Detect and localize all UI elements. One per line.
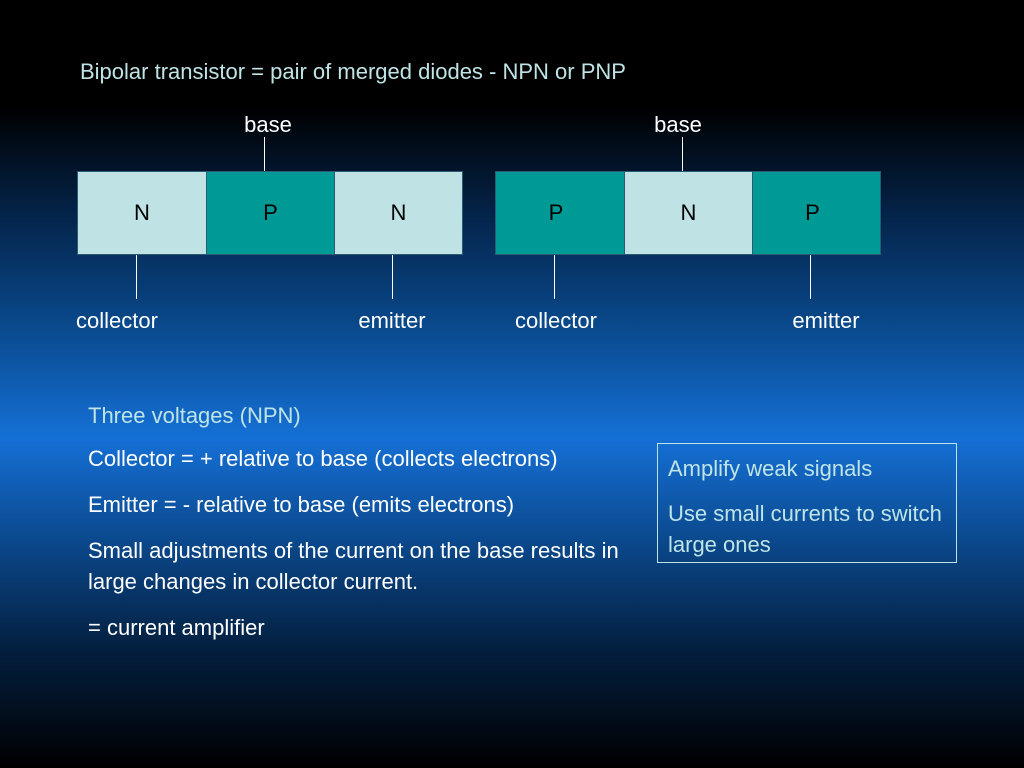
notes-line-amplifier: = current amplifier xyxy=(88,615,265,640)
callout-line-switch: Use small currents to switch large ones xyxy=(668,501,942,557)
npn-region-2: P xyxy=(206,172,334,254)
pnp-region-2: N xyxy=(624,172,752,254)
npn-region-1: N xyxy=(78,172,206,254)
npn-base-lead xyxy=(264,137,265,171)
notes-heading: Three voltages (NPN) xyxy=(88,403,301,428)
pnp-region-3: P xyxy=(752,172,880,254)
pnp-bar: P N P xyxy=(495,171,881,255)
npn-emitter-label: emitter xyxy=(358,308,426,333)
pnp-collector-label: collector xyxy=(515,308,597,333)
slide-title: Bipolar transistor = pair of merged diod… xyxy=(80,59,626,84)
notes-line-collector: Collector = + relative to base (collects… xyxy=(88,446,558,471)
callout-box: Amplify weak signals Use small currents … xyxy=(657,443,957,563)
pnp-emitter-lead xyxy=(810,255,811,299)
pnp-base-label: base xyxy=(654,112,702,137)
callout-line-amplify: Amplify weak signals xyxy=(668,456,873,481)
npn-emitter-lead xyxy=(392,255,393,299)
notes-line-adjustments: Small adjustments of the current on the … xyxy=(88,538,619,594)
notes-line-emitter: Emitter = - relative to base (emits elec… xyxy=(88,492,515,517)
npn-collector-label: collector xyxy=(76,308,158,333)
pnp-collector-lead xyxy=(554,255,555,299)
pnp-base-lead xyxy=(682,137,683,171)
npn-collector-lead xyxy=(136,255,137,299)
notes-text: Three voltages (NPN) Collector = + relat… xyxy=(88,400,628,658)
pnp-region-1: P xyxy=(496,172,624,254)
npn-bar: N P N xyxy=(77,171,463,255)
npn-region-3: N xyxy=(334,172,462,254)
pnp-emitter-label: emitter xyxy=(792,308,860,333)
npn-base-label: base xyxy=(244,112,292,137)
